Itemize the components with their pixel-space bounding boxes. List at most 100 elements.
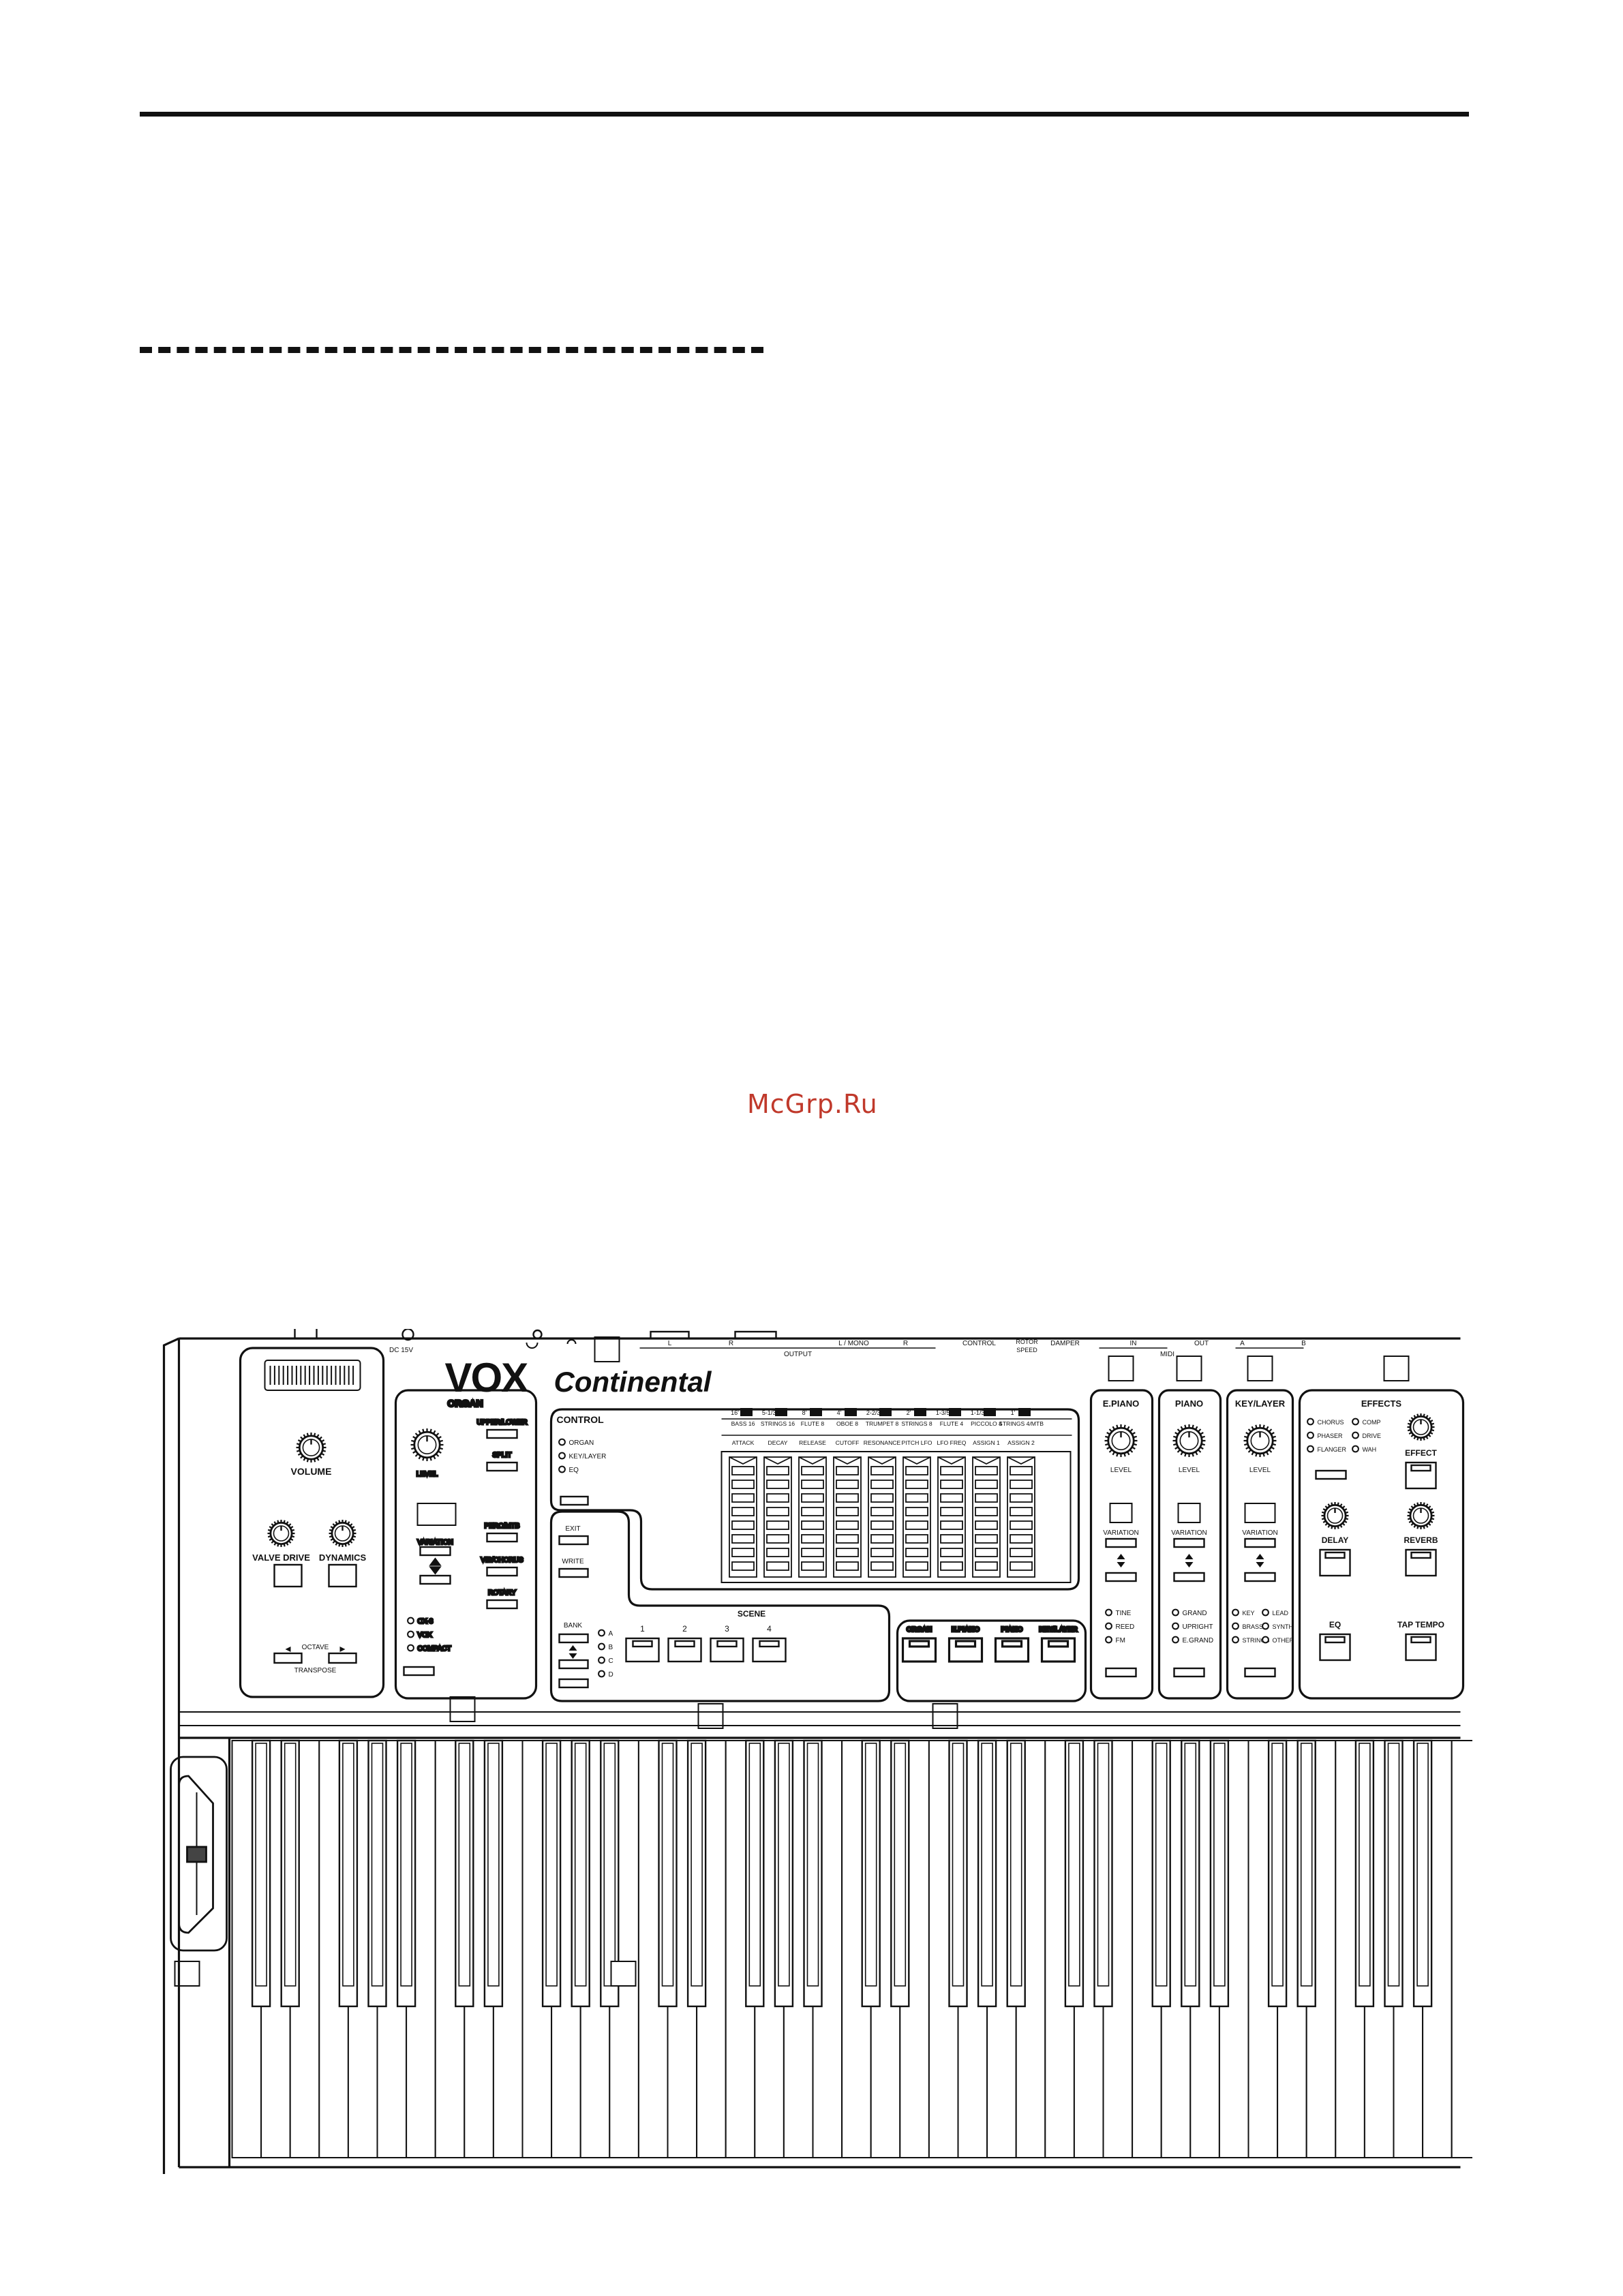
black-key[interactable] [1093, 1739, 1113, 2008]
scene-button[interactable] [752, 1637, 787, 1663]
black-key[interactable] [1181, 1739, 1200, 2008]
black-key[interactable] [367, 1739, 387, 2008]
split-button[interactable] [486, 1461, 518, 1472]
footage-badge [914, 1408, 926, 1416]
black-key[interactable] [455, 1739, 474, 2008]
footage-label: 1' [1011, 1409, 1016, 1416]
organ-type-label: VOX [418, 1632, 432, 1639]
black-key[interactable] [1267, 1739, 1288, 2008]
drawbar-label-lower: DECAY [768, 1439, 788, 1446]
valve-drive-knob[interactable] [267, 1520, 295, 1547]
black-key[interactable] [1151, 1739, 1171, 2008]
drawbar[interactable] [763, 1456, 792, 1578]
effect-type-label: PHASER [1318, 1433, 1344, 1439]
black-key[interactable] [541, 1739, 562, 2008]
midi-label: MIDI [1160, 1351, 1174, 1358]
part-select-button[interactable] [901, 1637, 937, 1663]
reverb-knob[interactable] [1407, 1502, 1435, 1529]
footage-label: 16' [731, 1409, 739, 1416]
white-key[interactable] [1451, 1740, 1482, 2158]
rotary-button[interactable] [486, 1599, 518, 1610]
black-key[interactable] [890, 1739, 910, 2008]
effect-button[interactable] [1405, 1461, 1437, 1490]
upper-lower-label: UPPER/LOWER [477, 1419, 528, 1426]
drawbar-label-lower: ATTACK [732, 1439, 755, 1446]
part-select-button[interactable] [1040, 1637, 1076, 1663]
drawbar[interactable] [729, 1456, 757, 1578]
black-key[interactable] [1064, 1739, 1084, 2008]
delay-button[interactable] [1319, 1548, 1351, 1577]
black-key[interactable] [338, 1739, 359, 2008]
drawbar[interactable] [1007, 1456, 1035, 1578]
vib-chorus-button[interactable] [486, 1566, 518, 1577]
perc-mtb-button[interactable] [486, 1532, 518, 1543]
piano-type-led [1172, 1608, 1179, 1617]
delay-knob[interactable] [1321, 1502, 1349, 1529]
footage-label: 4' [837, 1409, 842, 1416]
control-mode-label: ORGAN [569, 1439, 594, 1447]
black-key[interactable] [803, 1739, 823, 2008]
scene-button[interactable] [667, 1637, 702, 1663]
keyboard-body [162, 1337, 1461, 2174]
usb-b-label: B [1301, 1340, 1306, 1347]
bank-letter-label: D [609, 1671, 613, 1679]
control-mode-label: KEY/LAYER [569, 1453, 607, 1460]
black-key[interactable] [1209, 1739, 1230, 2008]
black-key[interactable] [977, 1739, 997, 2008]
reverb-button[interactable] [1405, 1548, 1437, 1577]
organ-type-led [407, 1617, 414, 1625]
black-key[interactable] [686, 1739, 707, 2008]
effect-type-label: CHORUS [1318, 1419, 1344, 1426]
epiano-level-knob[interactable] [1104, 1424, 1138, 1457]
part-select-button[interactable] [994, 1637, 1030, 1663]
up-down-arrows-icon [429, 1557, 442, 1575]
black-key[interactable] [396, 1739, 416, 2008]
upper-lower-button[interactable] [486, 1428, 518, 1439]
rear-panel-connectors [294, 1322, 1304, 1349]
black-key[interactable] [658, 1739, 678, 2008]
bank-button[interactable] [558, 1633, 589, 1644]
black-key[interactable] [1354, 1739, 1375, 2008]
black-key[interactable] [483, 1739, 504, 2008]
eq-button[interactable] [1319, 1633, 1351, 1662]
drawbar-label-upper: PICCOLO 4 [971, 1420, 1002, 1427]
black-key[interactable] [774, 1739, 794, 2008]
black-key[interactable] [1384, 1739, 1404, 2008]
black-key[interactable] [571, 1739, 590, 2008]
part-select-button[interactable] [947, 1637, 984, 1663]
organ-level-knob[interactable] [410, 1428, 444, 1461]
black-key[interactable] [251, 1739, 271, 2008]
black-key[interactable] [1006, 1739, 1026, 2008]
drawbar[interactable] [868, 1456, 896, 1578]
black-key[interactable] [1296, 1739, 1316, 2008]
organ-type-button[interactable] [419, 1574, 451, 1585]
black-key[interactable] [861, 1739, 881, 2008]
black-key[interactable] [1412, 1739, 1433, 2008]
effect-knob[interactable] [1407, 1413, 1435, 1441]
drawbar-label-lower: RESONANCE [864, 1439, 901, 1446]
drawbar[interactable] [972, 1456, 1001, 1578]
black-key[interactable] [948, 1739, 968, 2008]
dynamics-knob[interactable] [329, 1520, 357, 1547]
organ-variation-button[interactable] [419, 1546, 451, 1557]
up-down-arrows-icon [1256, 1554, 1264, 1567]
drawbar[interactable] [937, 1456, 966, 1578]
tap-tempo-button[interactable] [1405, 1633, 1437, 1662]
scene-button[interactable] [625, 1637, 660, 1663]
vox-logo: VOX [445, 1355, 529, 1400]
effect-type-led [1352, 1418, 1359, 1426]
effect-type-led [1307, 1445, 1314, 1453]
drawbar[interactable] [902, 1456, 931, 1578]
master-section [239, 1347, 476, 1722]
footage-badge [984, 1408, 996, 1416]
black-key[interactable] [745, 1739, 765, 2008]
volume-knob[interactable] [296, 1433, 327, 1463]
black-key[interactable] [280, 1739, 300, 2008]
piano-level-knob[interactable] [1172, 1424, 1206, 1457]
scene-button[interactable] [710, 1637, 744, 1663]
drawbar[interactable] [833, 1456, 862, 1578]
keylayer-level-knob[interactable] [1243, 1424, 1277, 1457]
scene-number-label: 2 [682, 1624, 687, 1634]
effect-type-label: COMP [1363, 1419, 1381, 1426]
drawbar[interactable] [798, 1456, 827, 1578]
